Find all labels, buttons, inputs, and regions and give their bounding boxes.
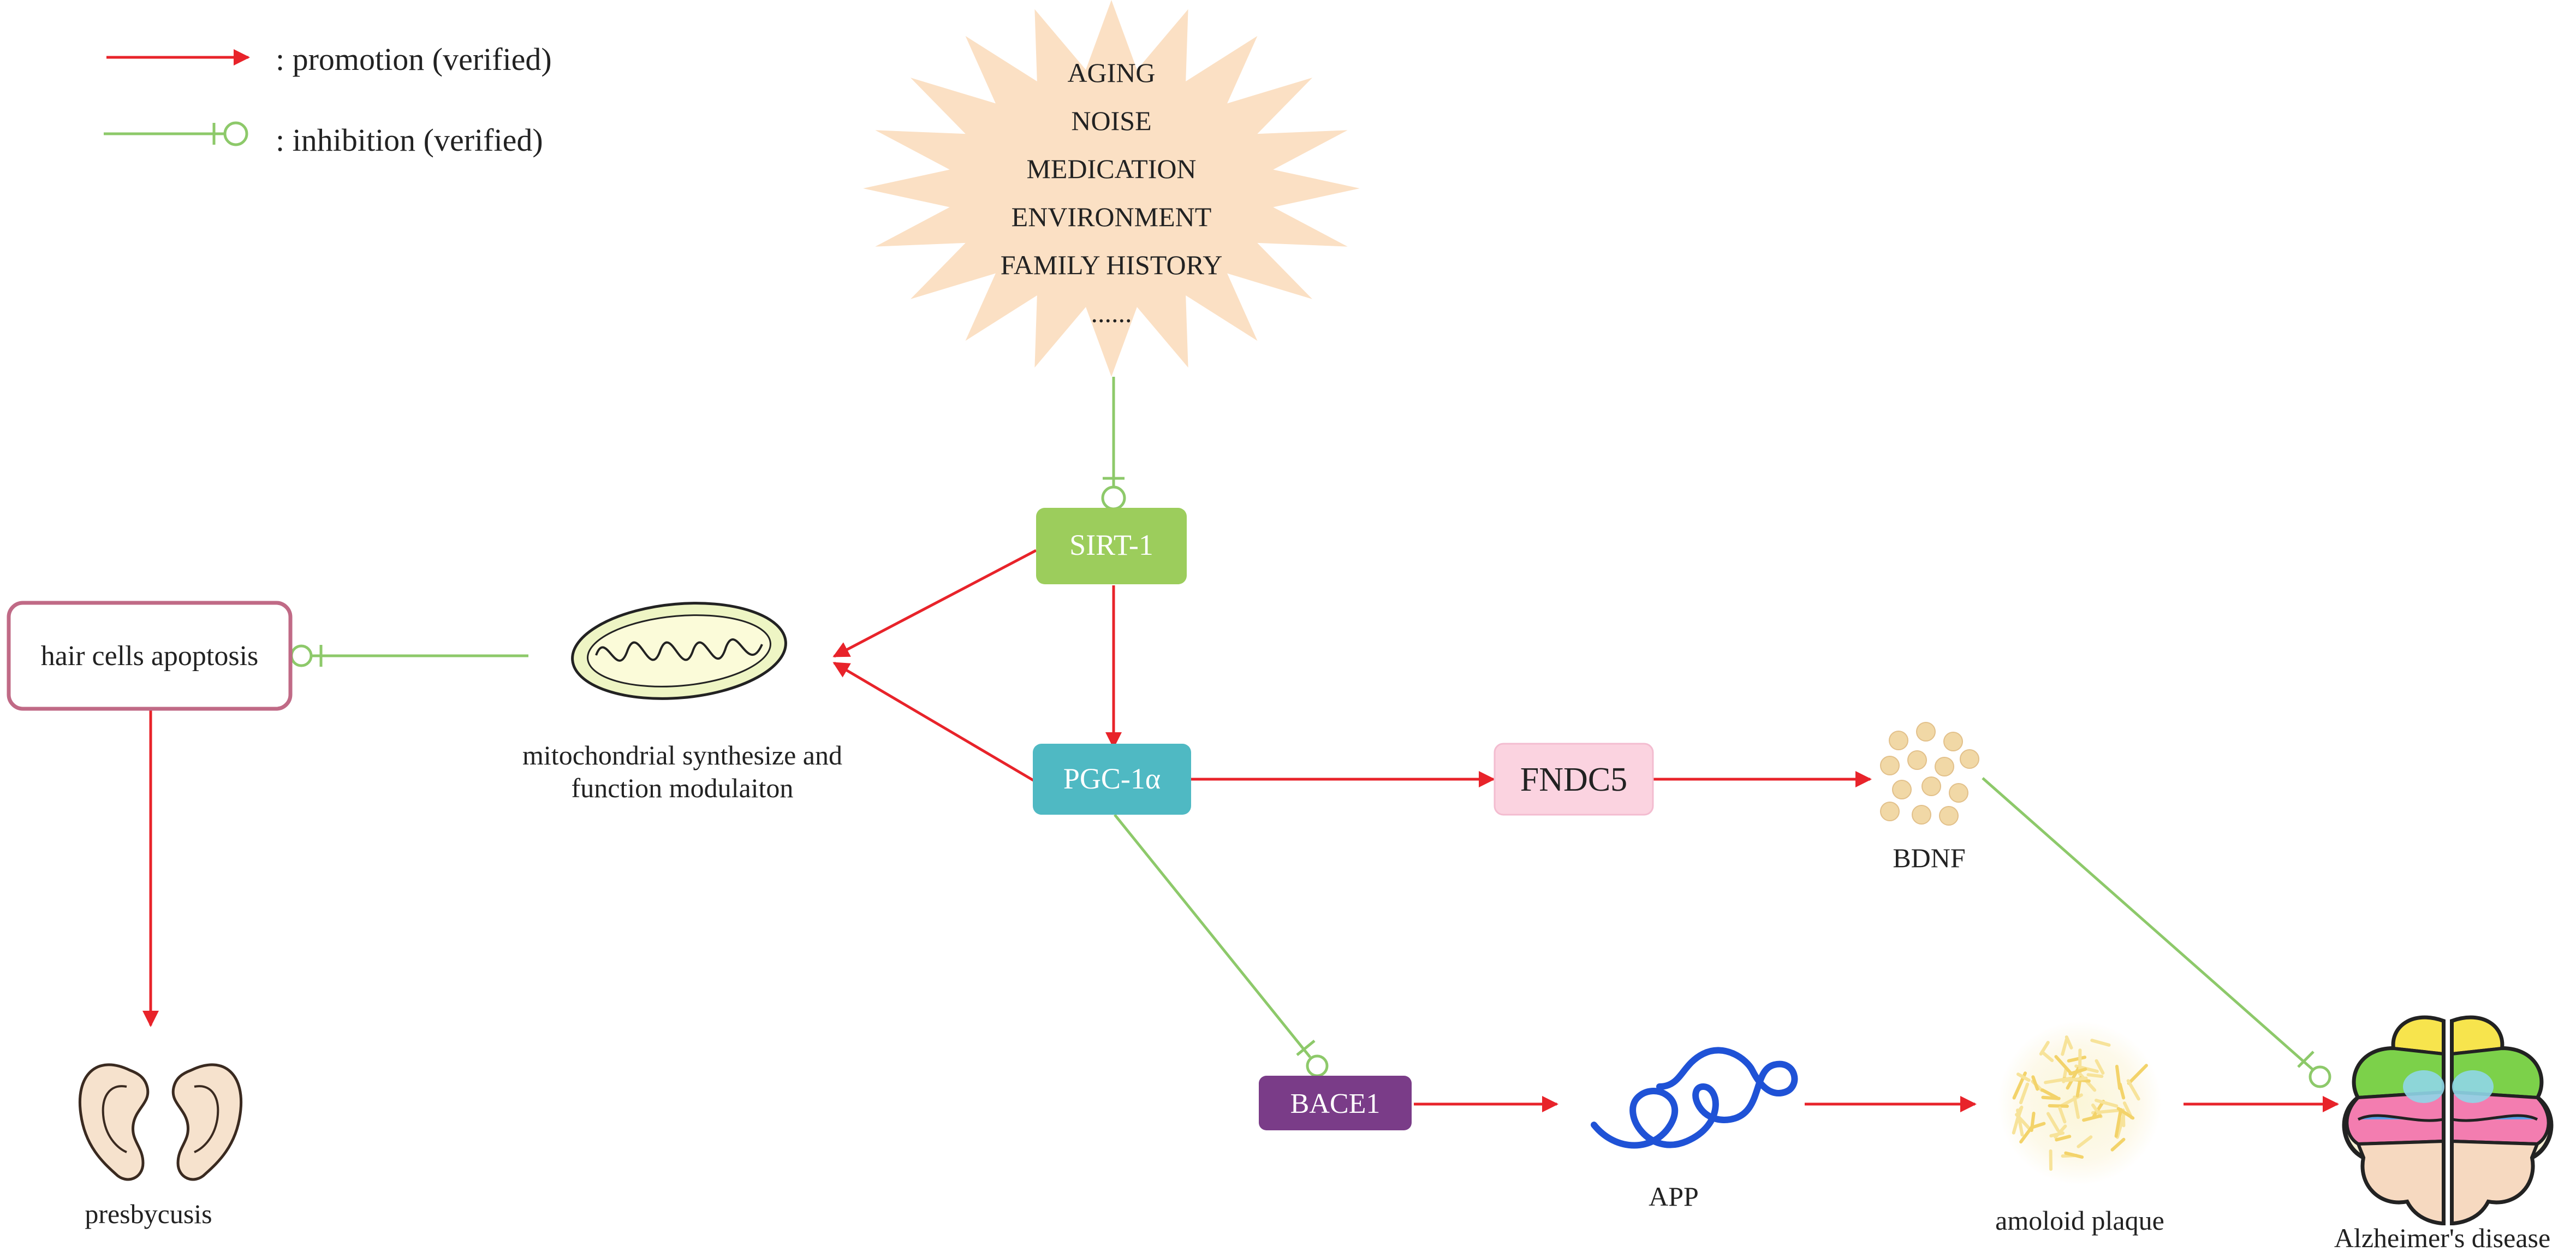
risk-factor-item: FAMILY HISTORY bbox=[1001, 250, 1223, 280]
inhibition-pgc1a-to-bace1 bbox=[1114, 814, 1329, 1077]
brain-icon bbox=[2342, 1015, 2554, 1226]
mitochondrion-icon bbox=[571, 602, 787, 700]
alzheimers-label: Alzheimer's disease bbox=[2334, 1223, 2550, 1253]
plaque-fibril bbox=[2064, 1151, 2084, 1159]
plaque-fibril bbox=[2039, 1041, 2050, 1056]
risk-factor-item: ...... bbox=[1091, 298, 1132, 328]
legend-inhibition-label: : inhibition (verified) bbox=[276, 122, 543, 158]
bdnf-dot bbox=[1880, 802, 1900, 821]
inhibition-bdnf-to-alzheimers bbox=[1982, 777, 2331, 1088]
plaque-fibril bbox=[2055, 1135, 2072, 1142]
sirt1-label: SIRT-1 bbox=[1069, 529, 1153, 561]
plaque-fibril bbox=[2095, 1099, 2119, 1108]
plaque-fibril bbox=[2073, 1095, 2080, 1119]
bdnf-label: BDNF bbox=[1893, 843, 1965, 873]
amyloid-plaque-icon bbox=[1998, 1021, 2162, 1185]
legend-inhibition-symbol bbox=[104, 121, 248, 146]
plaque-fibril bbox=[2031, 1075, 2039, 1091]
app-label: APP bbox=[1649, 1181, 1699, 1212]
plaque-fibril bbox=[2127, 1064, 2148, 1085]
pgc1a-node: PGC-1α bbox=[1033, 744, 1191, 815]
plaque-fibril bbox=[2016, 1108, 2024, 1137]
sirt1-node: SIRT-1 bbox=[1036, 508, 1187, 584]
plaque-fibril bbox=[2095, 1059, 2105, 1075]
risk-factor-item: ENVIRONMENT bbox=[1012, 201, 1212, 232]
plaque-fibril bbox=[2019, 1125, 2034, 1144]
fndc5-node: FNDC5 bbox=[1494, 743, 1654, 816]
bdnf-dot bbox=[1935, 757, 1954, 776]
bdnf-dot bbox=[1912, 805, 1931, 825]
presbycusis-label: presbycusis bbox=[85, 1199, 212, 1229]
plaque-fibril bbox=[2061, 1037, 2068, 1056]
inhibition-burst-to-sirt1 bbox=[1101, 377, 1126, 511]
bdnf-dot bbox=[1892, 780, 1912, 799]
plaque-fibril bbox=[2040, 1050, 2054, 1063]
bdnf-dot bbox=[1939, 806, 1959, 826]
pgc1a-label: PGC-1α bbox=[1063, 762, 1161, 795]
legend-promotion-label: : promotion (verified) bbox=[276, 41, 552, 77]
plaque-fibril bbox=[2116, 1107, 2135, 1120]
plaque-fibril bbox=[2040, 1088, 2059, 1100]
plaque-fibril bbox=[2067, 1056, 2087, 1063]
promotion-pgc1a-to-mitochondria bbox=[832, 661, 1037, 784]
bdnf-dot bbox=[1960, 749, 1979, 769]
plaque-fibril bbox=[2054, 1124, 2067, 1139]
plaque-label: amoloid plaque bbox=[1995, 1205, 2164, 1236]
hair-cells-label: hair cells apoptosis bbox=[41, 641, 259, 672]
risk-factor-burst: AGING NOISE MEDICATION ENVIRONMENT FAMIL… bbox=[863, 0, 1360, 377]
plaque-fibril bbox=[2058, 1106, 2067, 1124]
plaque-fibril bbox=[2016, 1072, 2031, 1082]
plaque-fibril bbox=[2115, 1065, 2122, 1090]
risk-factor-item: NOISE bbox=[1071, 105, 1151, 136]
bace1-node: BACE1 bbox=[1259, 1076, 1412, 1130]
plaque-fibril bbox=[2110, 1137, 2126, 1152]
fndc5-label: FNDC5 bbox=[1520, 761, 1627, 798]
hair-cells-node: hair cells apoptosis bbox=[7, 601, 293, 711]
promotion-sirt1-to-mitochondria bbox=[832, 549, 1037, 658]
risk-factor-item: AGING bbox=[1067, 57, 1155, 88]
bdnf-dot bbox=[1943, 732, 1963, 751]
bdnf-dot bbox=[1880, 756, 1900, 775]
bace1-label: BACE1 bbox=[1290, 1088, 1381, 1119]
risk-factor-item: MEDICATION bbox=[1026, 153, 1196, 184]
plaque-fibril bbox=[2077, 1135, 2093, 1148]
plaque-fibril bbox=[2054, 1055, 2073, 1076]
starburst-shape bbox=[863, 0, 1360, 377]
bdnf-dot bbox=[1889, 731, 1908, 750]
bdnf-molecules-icon bbox=[1880, 722, 1979, 826]
plaque-fibril bbox=[2019, 1082, 2030, 1105]
plaque-fibril bbox=[2041, 1095, 2061, 1100]
plaque-fibril bbox=[2114, 1108, 2123, 1138]
mitochondria-label-line2: function modulaiton bbox=[572, 773, 794, 803]
plaque-fibril bbox=[2086, 1073, 2104, 1078]
bdnf-dot bbox=[1949, 783, 1968, 803]
bdnf-dot bbox=[1921, 776, 1941, 796]
plaque-fibril bbox=[2092, 1100, 2105, 1118]
plaque-fibril bbox=[2126, 1079, 2140, 1101]
bdnf-dot bbox=[1907, 750, 1927, 770]
inhibition-mitochondria-to-hair-cells bbox=[290, 644, 528, 667]
plaque-fibril bbox=[2068, 1068, 2087, 1076]
plaque-fibril bbox=[2064, 1076, 2088, 1082]
plaque-fibril bbox=[2082, 1114, 2102, 1122]
plaque-fibril bbox=[2090, 1039, 2111, 1047]
legend: : promotion (verified) : inhibition (ver… bbox=[104, 41, 552, 158]
mitochondria-label-line1: mitochondrial synthesize and bbox=[522, 740, 842, 770]
app-protein-icon bbox=[1591, 1047, 1798, 1149]
plaque-fibril bbox=[2046, 1112, 2060, 1132]
bdnf-dot bbox=[1916, 722, 1936, 742]
ears-icon bbox=[79, 1063, 242, 1181]
